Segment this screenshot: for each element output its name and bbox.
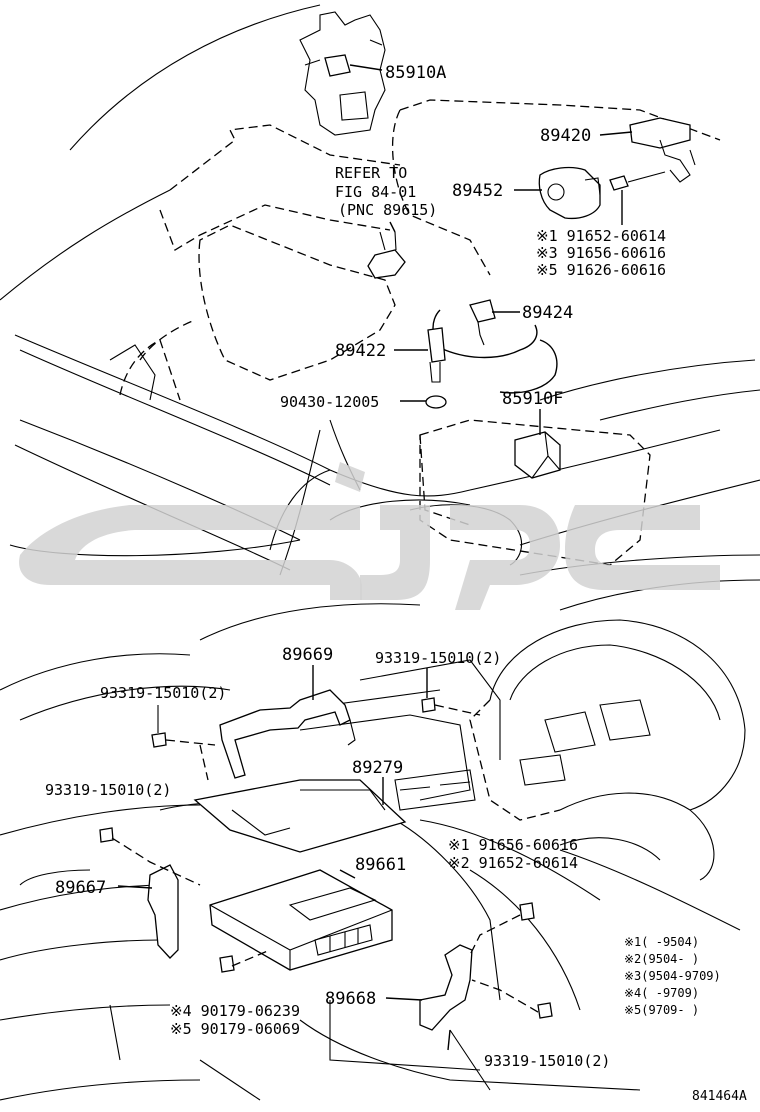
label-s3-91656-60616: ※3 91656-60616	[536, 244, 666, 262]
label-89661: 89661	[355, 855, 406, 875]
label-s5-91626-60616: ※5 91626-60616	[536, 261, 666, 279]
label-s1-91656-60616: ※1 91656-60616	[448, 836, 578, 854]
label-89279: 89279	[352, 758, 403, 778]
note-4: ※4( -9709)	[624, 986, 699, 1000]
label-93319-15010-c: 93319-15010(2)	[45, 781, 171, 799]
callout-labels: 85910A 89420 89452 REFER TO FIG 84-01 (P…	[45, 63, 666, 1070]
label-93319-15010-d: 93319-15010(2)	[484, 1052, 610, 1070]
watermark-logo	[19, 462, 720, 610]
parts	[99, 11, 696, 1031]
label-85910A: 85910A	[385, 63, 446, 83]
label-s4-90179-06239: ※4 90179-06239	[170, 1002, 300, 1020]
note-1: ※1( -9504)	[624, 935, 699, 949]
bracket-89669-part	[219, 689, 351, 779]
refer-line2: FIG 84-01	[335, 183, 416, 201]
label-89452: 89452	[452, 181, 503, 201]
plate-89279-part	[193, 779, 407, 853]
date-notes: ※1( -9504) ※2(9504- ) ※3(9504-9709) ※4( …	[624, 935, 721, 1017]
refer-line1: REFER TO	[335, 164, 407, 182]
label-89420: 89420	[540, 126, 591, 146]
note-2: ※2(9504- )	[624, 952, 699, 966]
bracket-89667-part	[147, 864, 179, 959]
ecu-89661-part	[209, 869, 393, 971]
refer-line3: (PNC 89615)	[338, 201, 437, 219]
bracket-89668-part	[419, 944, 473, 1031]
label-s5-90179-06069: ※5 90179-06069	[170, 1020, 300, 1038]
label-89667: 89667	[55, 878, 106, 898]
leader-lines	[117, 64, 633, 1051]
sensor-89452-part	[538, 166, 601, 220]
sensor-89424-part	[469, 299, 496, 323]
note-5: ※5(9709- )	[624, 1003, 699, 1017]
label-85910F: 85910F	[502, 389, 563, 409]
label-89669: 89669	[282, 645, 333, 665]
note-3: ※3(9504-9709)	[624, 969, 721, 983]
label-89424: 89424	[522, 303, 573, 323]
relay-85910A-part	[324, 54, 351, 77]
label-93319-15010-b: 93319-15010(2)	[100, 684, 226, 702]
label-89668: 89668	[325, 989, 376, 1009]
label-93319-15010-a: 93319-15010(2)	[375, 649, 501, 667]
figure-code: 841464A	[692, 1089, 747, 1104]
label-s2-91652-60614: ※2 91652-60614	[448, 854, 578, 872]
label-s1-91652-60614: ※1 91652-60614	[536, 227, 666, 245]
label-90430-12005: 90430-12005	[280, 393, 379, 411]
sensor-89422-part	[427, 327, 446, 363]
sensor-89420-part	[629, 117, 691, 149]
label-89422: 89422	[335, 341, 386, 361]
